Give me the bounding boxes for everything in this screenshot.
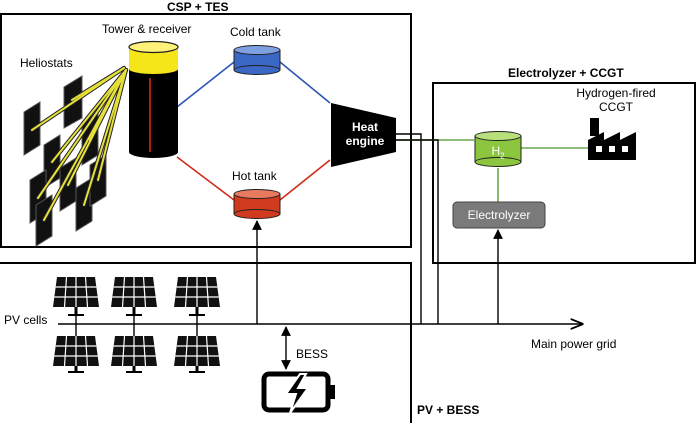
ccgt-label-line1: Hydrogen-fired <box>576 86 656 100</box>
electrolyzer-box <box>452 201 546 229</box>
pv-panel <box>53 276 99 324</box>
ccgt-to-grid-line <box>396 139 439 324</box>
pv-panel <box>111 324 157 373</box>
electrolyzer-label: Electrolyzer <box>467 208 531 222</box>
pv-panel <box>53 324 99 373</box>
heat-engine-label-line1: Heat <box>351 120 378 134</box>
pv-bess-box <box>0 262 412 423</box>
heat-engine-label: Heat engine <box>342 120 388 148</box>
cold-tank-label: Cold tank <box>230 25 281 39</box>
heat-engine <box>331 103 396 167</box>
csp-tes-box <box>0 13 412 248</box>
heliostat-beam-light <box>31 67 127 221</box>
pv-panel <box>174 324 220 373</box>
main-grid-label: Main power grid <box>531 337 617 351</box>
bess-label: BESS <box>296 347 329 361</box>
electrolyzer-ccgt-title: Electrolyzer + CCGT <box>508 66 624 80</box>
factory-icon <box>588 118 636 160</box>
pv-panel <box>111 276 157 324</box>
ccgt-label-line2: CCGT <box>599 100 633 114</box>
heat-engine-label-line2: engine <box>345 134 385 148</box>
pv-panel-array <box>53 276 220 373</box>
electrolyzer-ccgt-box <box>432 82 696 264</box>
cold-tank <box>233 45 281 75</box>
h2-label-sub: 2 <box>500 151 505 161</box>
h2-tank <box>474 131 522 167</box>
h2-label: H2 <box>478 144 518 163</box>
pv-cells-label: PV cells <box>4 313 48 327</box>
pv-panel <box>174 276 220 324</box>
hot-tank <box>233 189 281 219</box>
hot-tank-label: Hot tank <box>232 169 277 183</box>
csp-tes-title: CSP + TES <box>167 0 229 14</box>
heliostats-label: Heliostats <box>20 56 73 70</box>
salt-loop <box>176 61 331 201</box>
tower-receiver <box>128 40 179 158</box>
battery-icon <box>261 371 335 414</box>
h2-label-main: H <box>491 144 501 158</box>
pv-bess-title: PV + BESS <box>417 403 480 417</box>
tower-label: Tower & receiver <box>102 22 192 36</box>
engine-grid-links <box>396 133 422 324</box>
ccgt-label: Hydrogen-fired CCGT <box>556 86 676 114</box>
